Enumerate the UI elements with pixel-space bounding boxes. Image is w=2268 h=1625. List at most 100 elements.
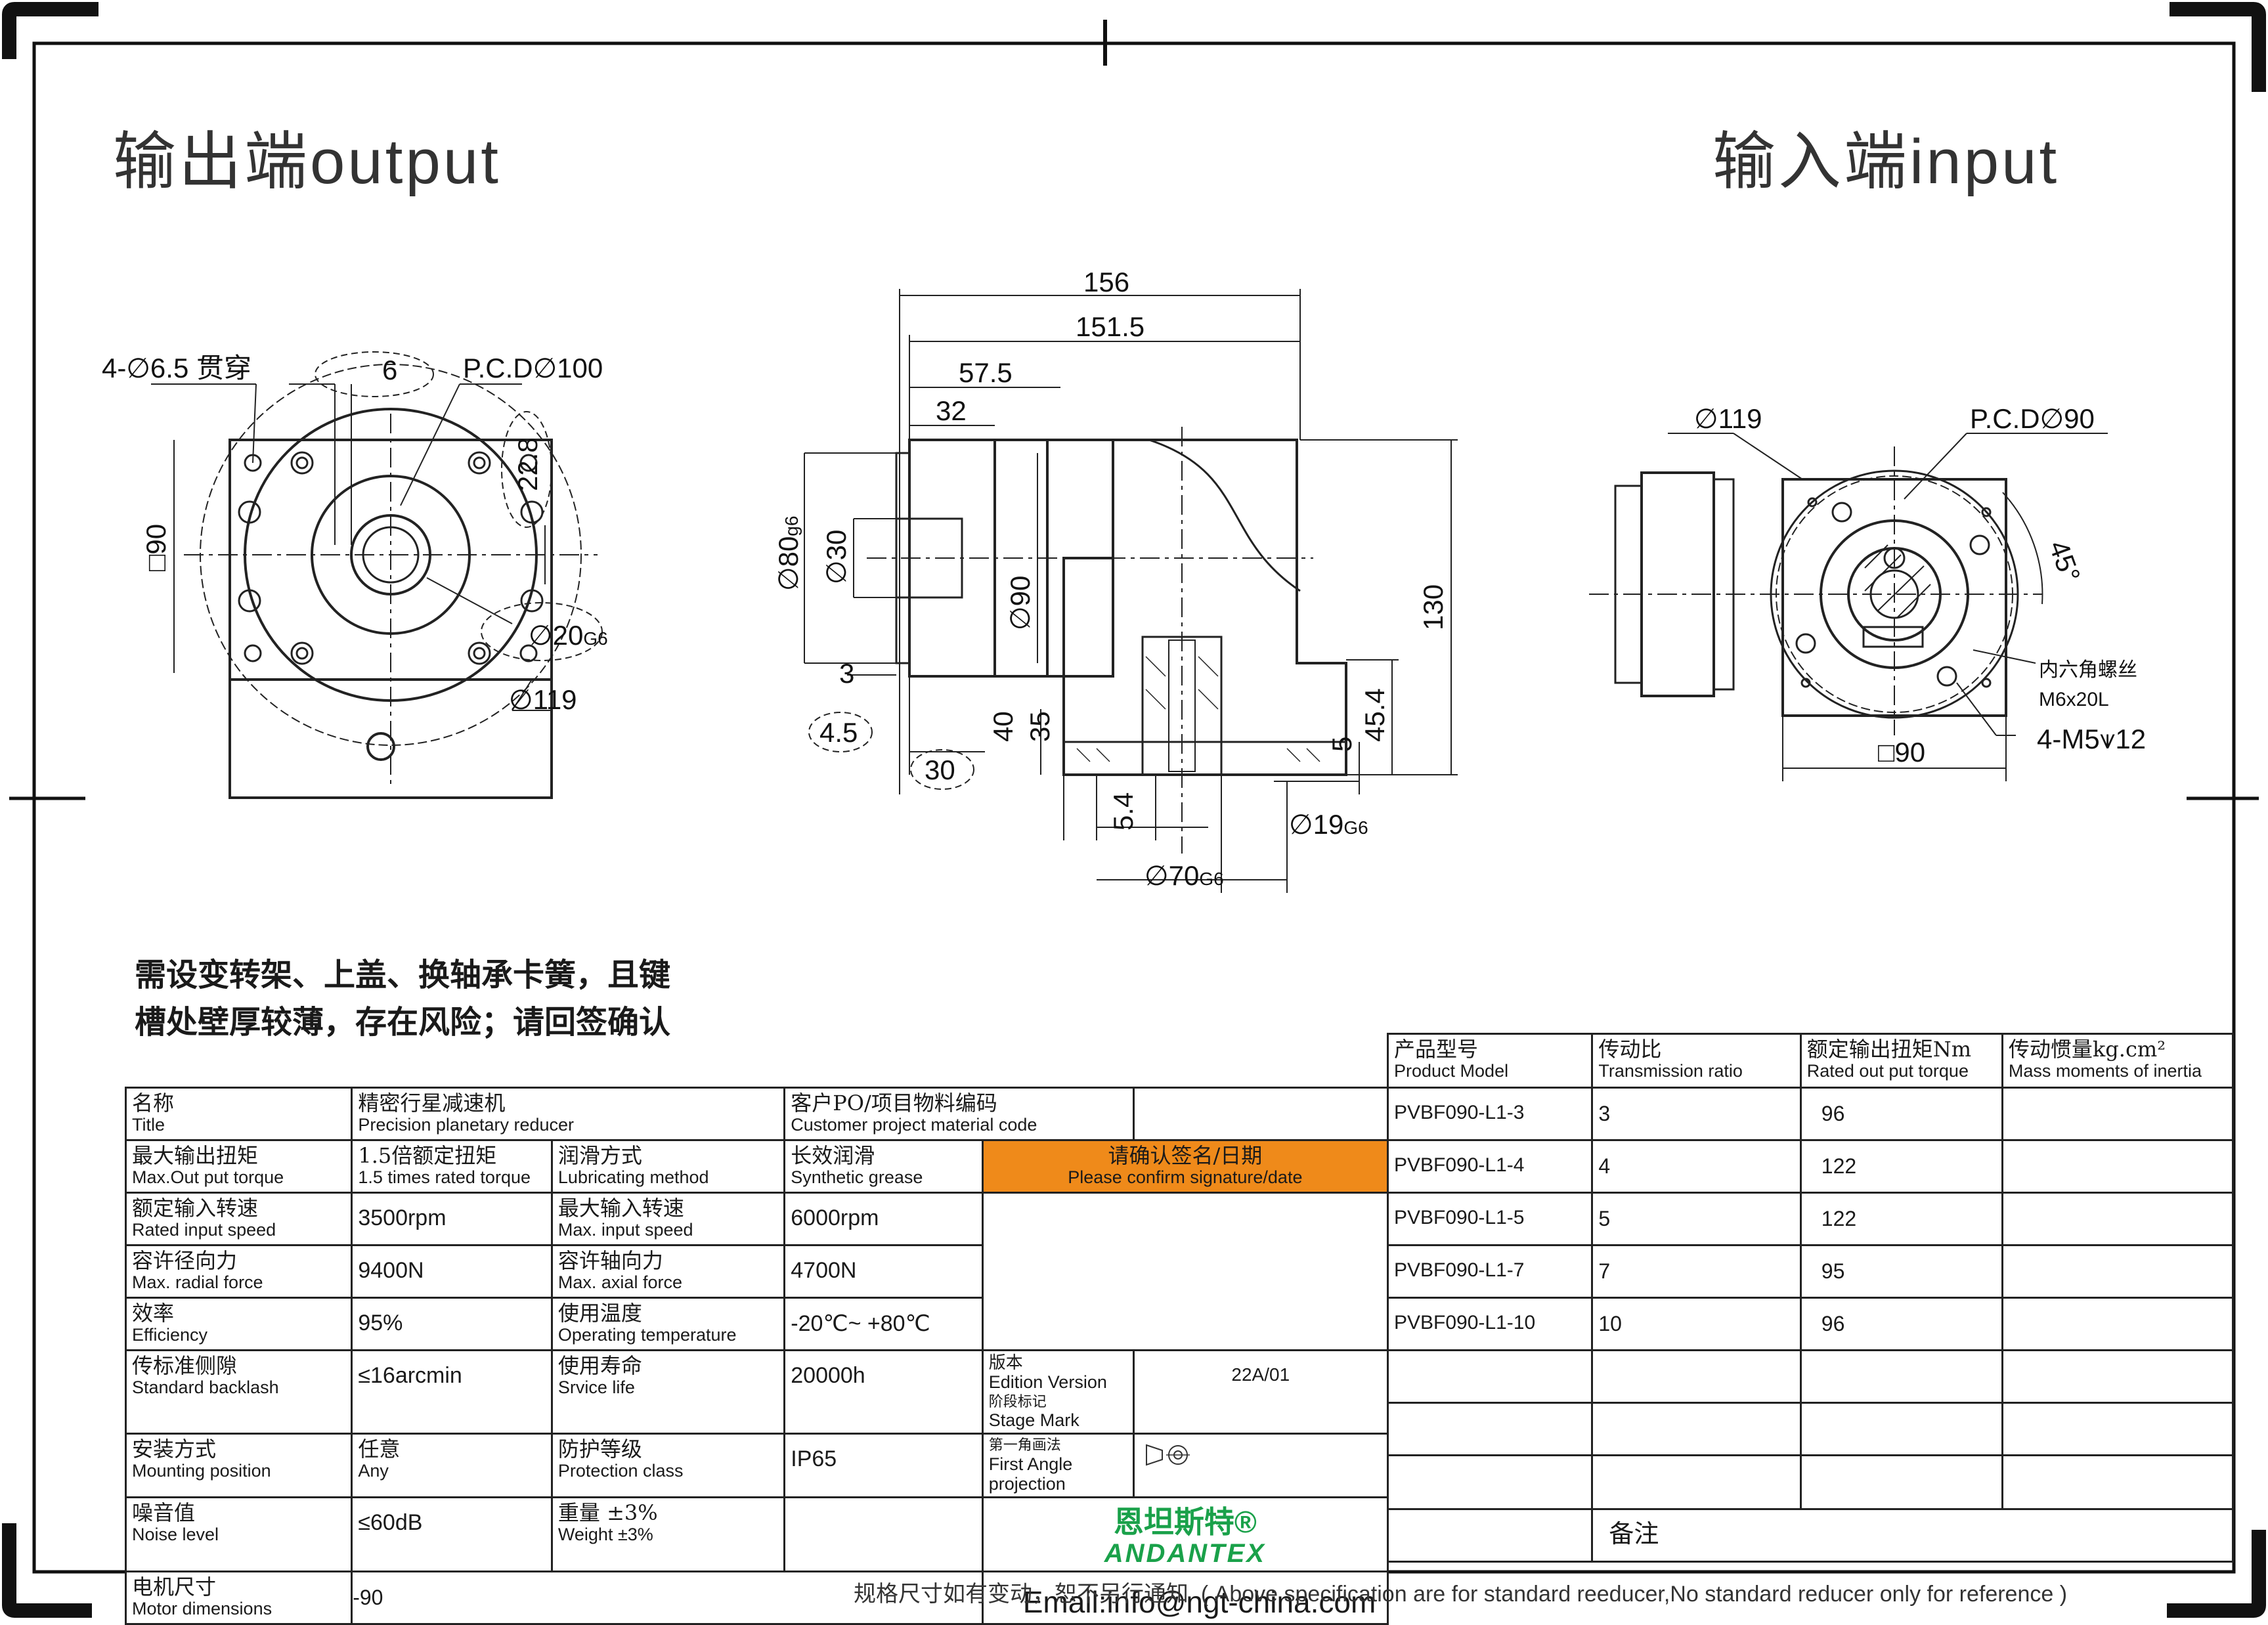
edition-en: Edition Version [988,1372,1107,1392]
header-model-en: Product Model [1394,1061,1509,1081]
output-end-view: 4-∅6.5 贯穿 6 P.C.D∅100 □90 22.8 ∅20G6 ∅11… [102,351,608,799]
header-torque-cn: 额定输出扭矩Nm [1806,1037,1972,1062]
header-inertia-cn: 传动惯量kg.cm² [2008,1037,2166,1062]
rin-cn: 额定输入转速 [132,1196,259,1221]
logo-en: ANDANTEX [1104,1539,1266,1568]
torque-cell: 122 [1821,1154,1857,1178]
thread-depth: 12 [2115,724,2146,754]
weight-en: Weight ±3% [557,1525,653,1544]
noise-cn: 噪音值 [132,1500,196,1525]
backlash-val: ≤16arcmin [358,1363,462,1388]
dim-57-5: 57.5 [959,357,1013,388]
screw-size-label: M6x20L [2039,689,2109,710]
svg-text:4-M5⩛12: 4-M5⩛12 [2037,724,2146,754]
table-row [1386,1454,2235,1510]
prot-val: IP65 [791,1446,837,1471]
torque-cell: 95 [1821,1259,1845,1283]
temp-val: -20℃~ +80℃ [791,1311,930,1336]
header-ratio-en: Transmission ratio [1598,1061,1743,1081]
confirm-cn: 请确认签名/日期 [1108,1143,1263,1168]
dim-19: ∅19 [1289,809,1343,840]
first-angle-projection-icon [1145,1444,1190,1466]
stage-cn: 阶段标记 [988,1394,1047,1410]
keyway-width-label: 6 [382,355,397,385]
dim-30: 30 [925,754,955,785]
customer-en: Customer project material code [791,1115,1037,1135]
temp-en: Operating temperature [557,1325,737,1345]
input-flange-label: ∅119 [1694,403,1762,434]
maxout-val-cn: 1.5倍额定扭矩 [358,1143,497,1168]
prot-en: Protection class [557,1461,684,1481]
axial-val: 4700N [791,1258,857,1283]
maxout-val-en: 1.5 times rated torque [358,1167,531,1187]
lube-val-cn: 长效润滑 [791,1143,875,1168]
input-title: 输入端input [1712,127,2060,197]
radial-cn: 容许径向力 [132,1248,238,1273]
motor-en: Motor dimensions [132,1599,273,1618]
maxout-en: Max.Out put torque [132,1167,284,1187]
ratio-cell: 7 [1598,1259,1611,1283]
output-square-label: □90 [141,524,171,571]
rin-val: 3500rpm [358,1205,447,1230]
eff-cn: 效率 [132,1301,175,1326]
remark-label: 备注 [1609,1519,1659,1548]
dim-4-5: 4.5 [819,717,858,748]
side-view: 156 151.5 57.5 32 ∅80g6 ∅30 3 4.5 30 ∅90… [773,267,1458,893]
svg-text:∅20G6: ∅20G6 [529,620,608,651]
dim-130: 130 [1418,584,1449,630]
key-height-label: 22.8 [512,437,543,491]
output-shaft-tol: G6 [583,628,607,649]
svg-text:∅19G6: ∅19G6 [1289,809,1368,840]
dim-151-5: 151.5 [1076,311,1145,342]
header-torque-en: Rated out put torque [1806,1061,1969,1081]
company-logo: 恩坦斯特® ANDANTEX [981,1496,1389,1572]
axial-cn: 容许轴向力 [557,1248,663,1273]
prot-cn: 防护等级 [557,1437,642,1462]
radial-en: Max. radial force [132,1272,263,1292]
life-en: Srvice life [557,1377,635,1397]
backlash-en: Standard backlash [132,1377,279,1397]
edition-cn: 版本 [988,1353,1023,1373]
table-row [1386,1349,2235,1404]
edition-val: 22A/01 [1231,1364,1290,1385]
footer-cn: 规格尺寸如有变动，恕不另行通知 [854,1581,1189,1607]
dim-40: 40 [988,711,1018,742]
eff-val: 95% [358,1311,403,1335]
email-link[interactable]: Email:info@ngt-china.com [1022,1585,1376,1619]
mount-val-cn: 任意 [358,1437,401,1462]
dim-30-shaft: ∅30 [821,530,852,584]
notice-line-2: 槽处壁厚较薄，存在风险；请回签确认 [135,1005,671,1040]
angle-label: 45° [2043,536,2087,586]
maxin-cn: 最大输入转速 [557,1196,684,1221]
proj-en: First Angle projection [988,1454,1073,1494]
thread-label: 4-M5 [2037,724,2100,754]
title-en: Title [132,1115,165,1135]
maxout-cn: 最大输出扭矩 [132,1143,259,1168]
ratio-cell: 5 [1598,1207,1611,1230]
noise-en: Noise level [132,1525,219,1544]
torque-cell: 96 [1821,1312,1845,1335]
noise-val: ≤60dB [358,1510,423,1535]
eff-en: Efficiency [132,1325,208,1345]
model-cell: PVBF090-L1-5 [1394,1207,1525,1228]
mount-en: Mounting position [132,1461,271,1481]
product-en: Precision planetary reducer [358,1115,575,1135]
motor-val: 19-70-90 [353,1586,383,1609]
axial-en: Max. axial force [557,1272,682,1292]
torque-cell: 122 [1821,1207,1857,1230]
header-ratio-cn: 传动比 [1598,1037,1662,1062]
output-pcd-label: P.C.D∅100 [463,353,603,383]
motor-cn: 电机尺寸 [132,1574,217,1599]
weight-cn: 重量 ±3% [557,1500,658,1525]
mount-val-en: Any [358,1461,389,1481]
rin-en: Rated input speed [132,1220,276,1240]
screw-label: 内六角螺丝 [2039,659,2137,681]
dim-80: ∅80 [773,536,804,591]
signature-area[interactable] [981,1192,1389,1351]
dim-80-tol: g6 [781,516,802,536]
title-cn: 名称 [132,1091,175,1116]
